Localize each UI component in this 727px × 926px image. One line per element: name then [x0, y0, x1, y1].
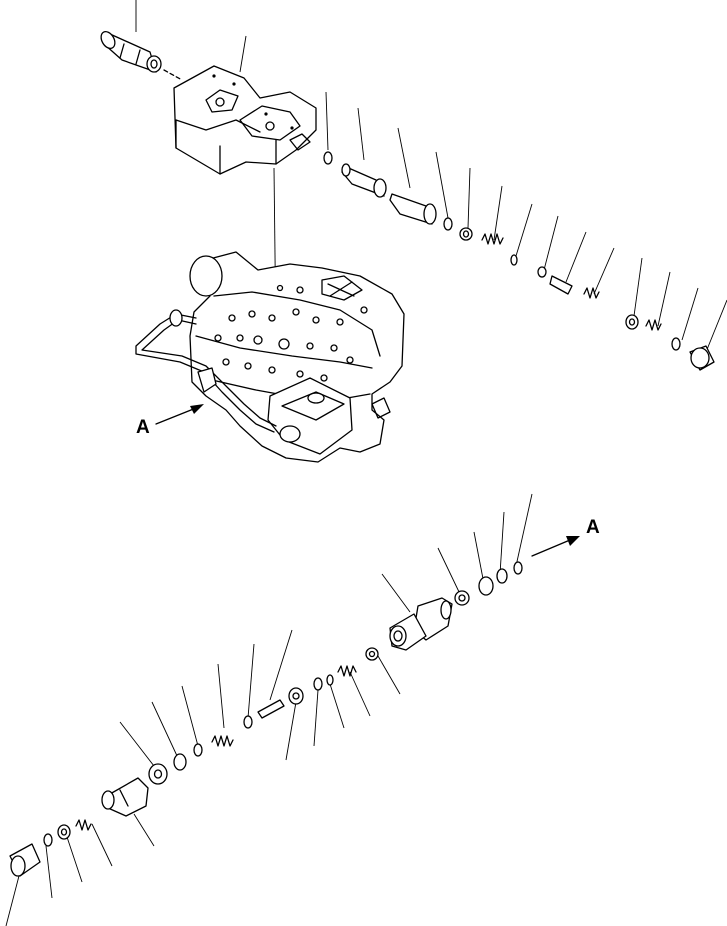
leader-lines-lower: [5, 493, 533, 926]
main-valve-body: [135, 251, 405, 463]
solenoid-cartridge-top: [100, 30, 183, 81]
valve-body-ports: [214, 284, 368, 382]
callout-label-a-bottom: A: [586, 517, 600, 538]
callout-label-a-top: A: [136, 417, 150, 438]
leader-lines-upper: [135, 0, 727, 353]
upper-parts-row: [323, 151, 715, 371]
callout-arrow-bottom: [531, 536, 580, 557]
cover-plate-block: [173, 65, 317, 175]
callout-arrow-top: [155, 404, 204, 425]
lower-parts-chain: [9, 561, 523, 877]
